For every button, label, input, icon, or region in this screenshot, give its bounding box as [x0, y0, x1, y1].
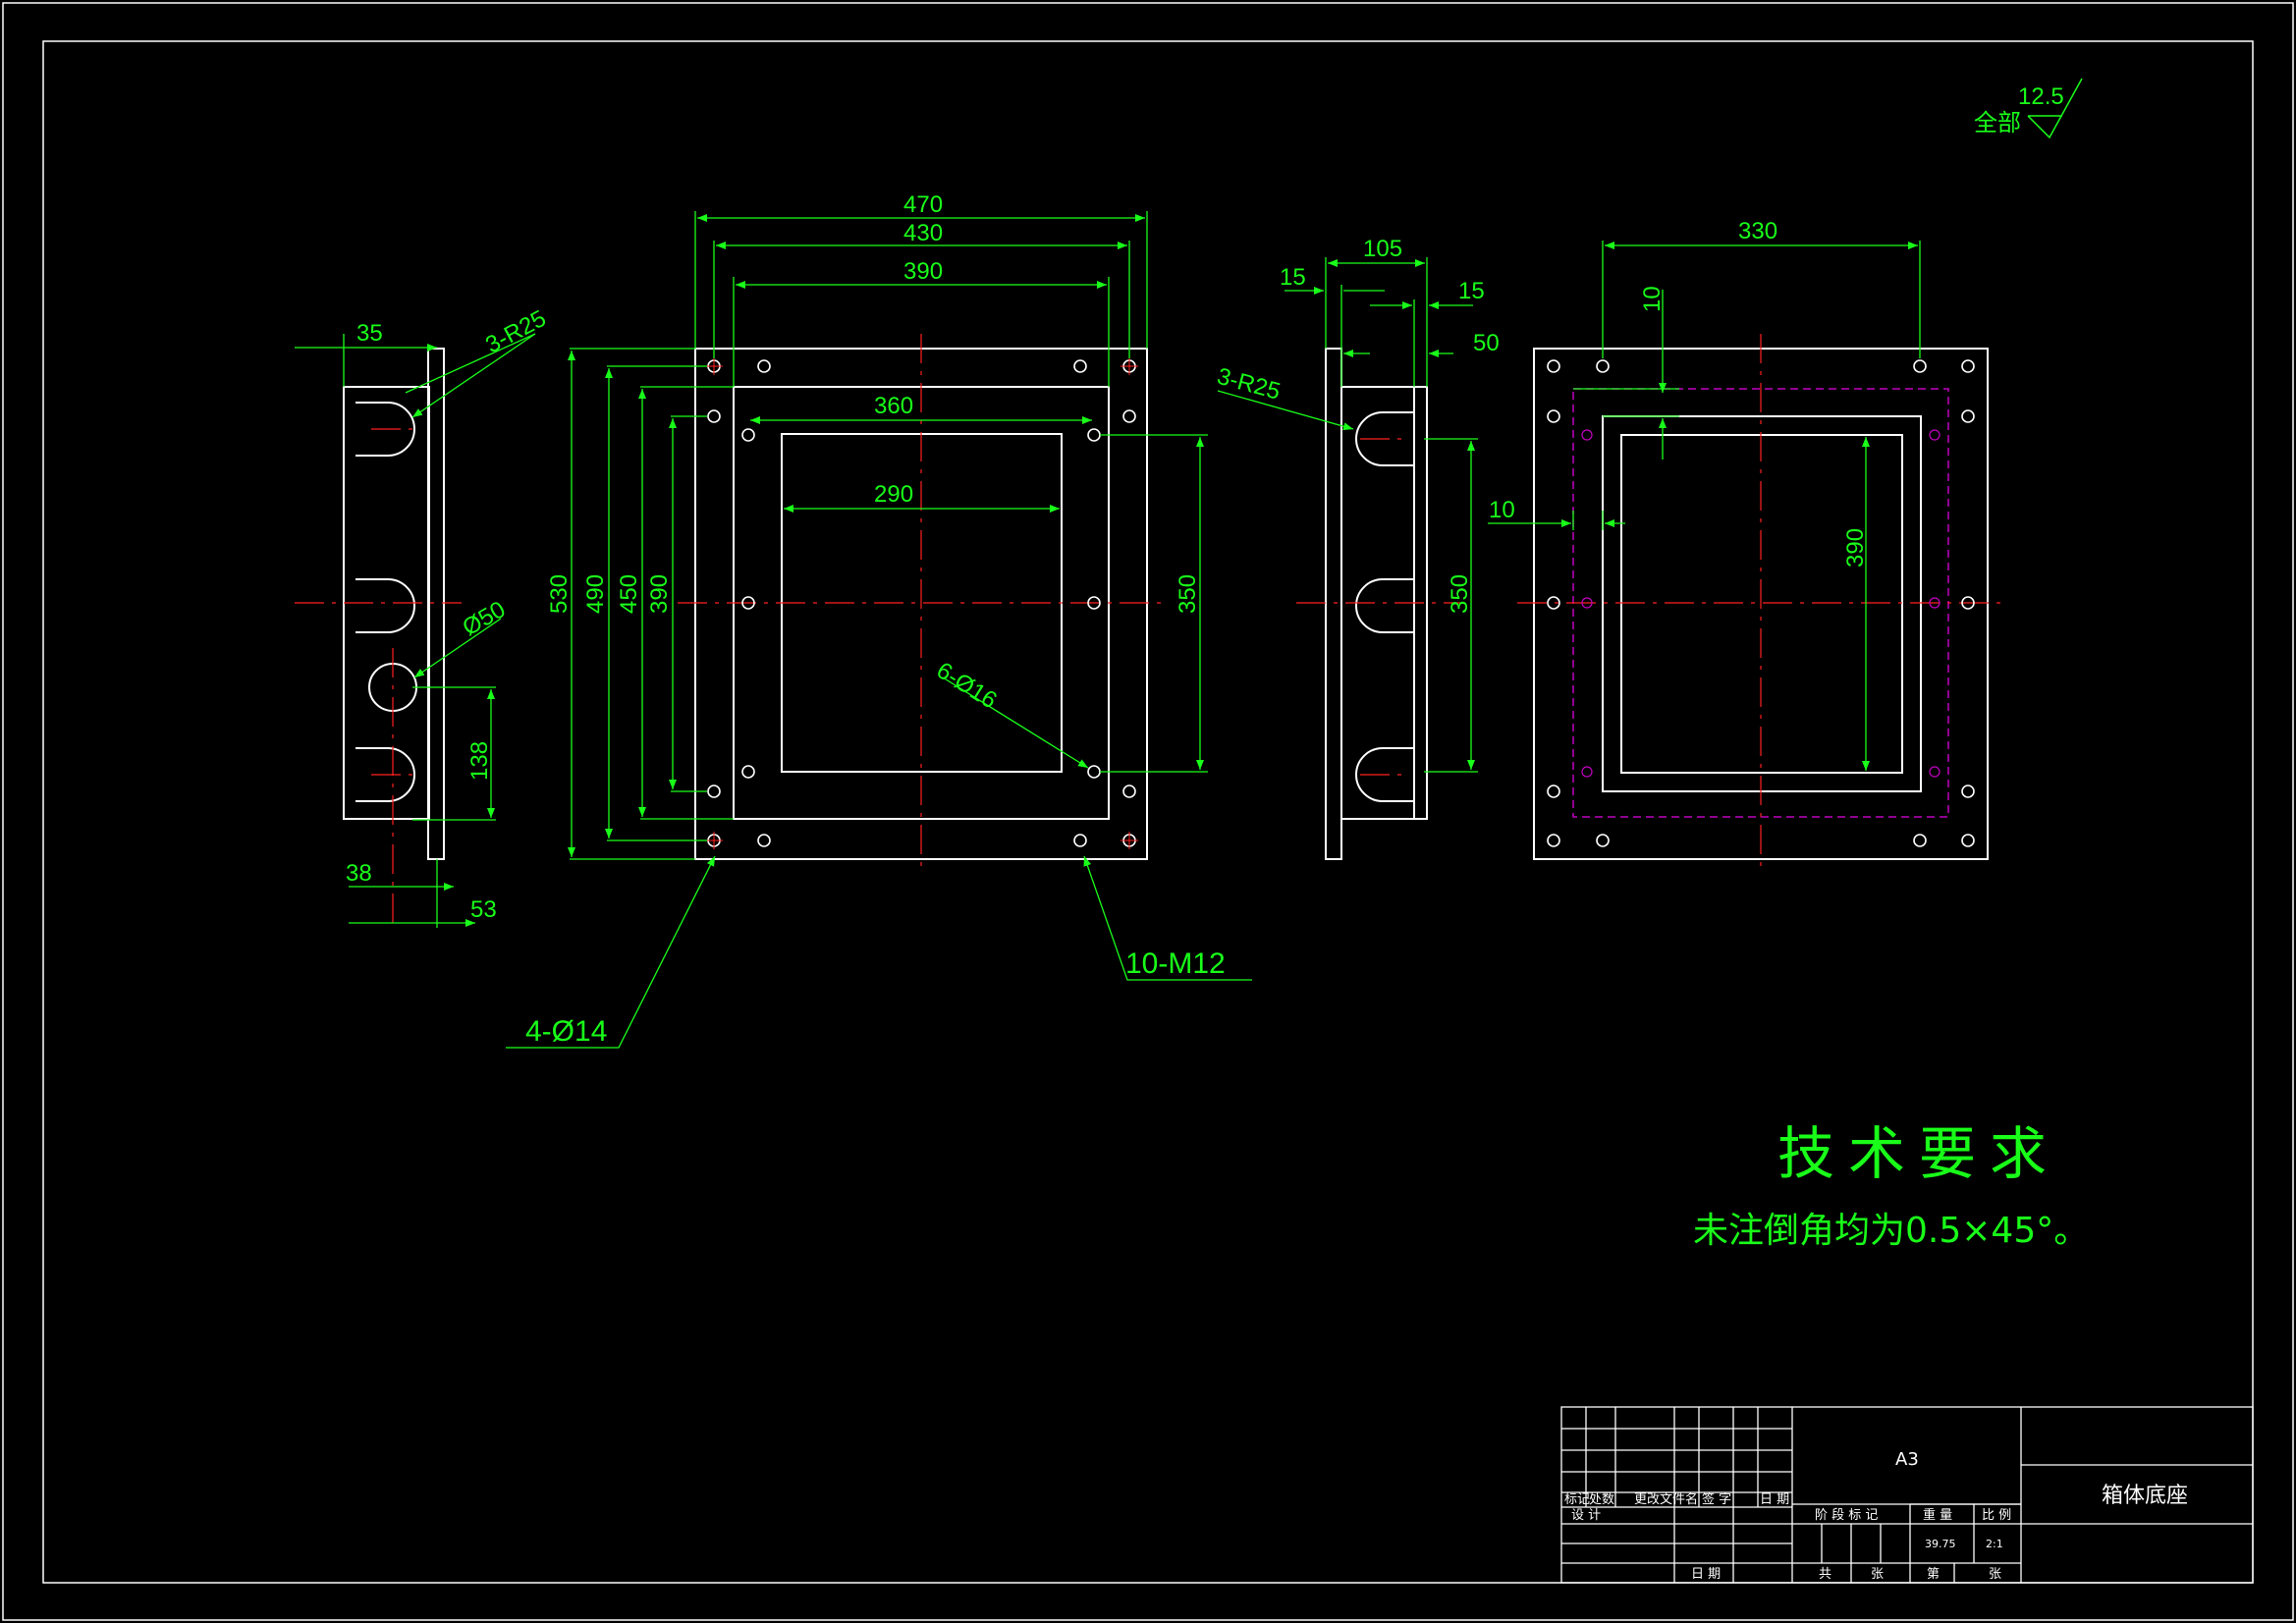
title-weight-value: 39.75 — [1925, 1538, 1956, 1550]
left-dim-138: 138 — [466, 741, 493, 781]
front-dim-4-phi14: 4-Ø14 — [525, 1015, 607, 1048]
title-sheet-no: 第 — [1927, 1567, 1940, 1582]
front-dim-390v: 390 — [646, 574, 673, 614]
side-view: 105 15 15 50 3-R25 350 — [1214, 236, 1500, 860]
roughness-label: 全部 — [1974, 110, 2021, 136]
title-sheet-size: A3 — [1895, 1449, 1919, 1470]
front-dim-470: 470 — [903, 191, 943, 218]
title-date: 日 期 — [1691, 1567, 1721, 1582]
front-dim-290: 290 — [874, 481, 913, 508]
title-header-date: 日 期 — [1760, 1492, 1789, 1507]
title-design: 设 计 — [1571, 1508, 1601, 1523]
front-dim-6-phi16: 6-Ø16 — [932, 657, 1002, 714]
side-dim-15b: 15 — [1458, 278, 1485, 304]
title-weight: 重 量 — [1923, 1507, 1952, 1523]
front-dim-450: 450 — [616, 574, 642, 614]
front-dim-430: 430 — [903, 220, 943, 246]
top-dim-10b: 10 — [1489, 497, 1515, 523]
left-dim-3-r25: 3-R25 — [481, 305, 550, 359]
roughness-value: 12.5 — [2018, 83, 2064, 110]
front-dim-350: 350 — [1175, 574, 1201, 614]
title-scale-value: 2:1 — [1986, 1538, 2003, 1550]
top-dim-330: 330 — [1738, 218, 1777, 244]
front-dim-360: 360 — [874, 393, 913, 419]
front-dim-530: 530 — [546, 574, 573, 614]
left-dim-phi50: Ø50 — [459, 596, 511, 641]
title-sheet-no-suffix: 张 — [1989, 1567, 2001, 1582]
front-dim-390: 390 — [903, 258, 943, 285]
left-view: 35 3-R25 Ø50 138 38 53 — [295, 305, 551, 928]
front-view: 470 430 390 360 290 530 490 450 390 350 … — [506, 191, 1252, 1049]
left-dim-38: 38 — [346, 860, 372, 887]
title-total: 共 — [1819, 1567, 1831, 1582]
notes-line1: 未注倒角均为0.5×45°。 — [1693, 1211, 2089, 1251]
notes-title: 技术要求 — [1777, 1120, 2060, 1187]
title-header-mark: 标记 — [1564, 1492, 1590, 1507]
sheet-inner-border — [42, 40, 2254, 1584]
title-header-count: 处数 — [1589, 1492, 1614, 1507]
roughness-symbol — [2027, 78, 2083, 139]
title-part-name: 箱体底座 — [2102, 1484, 2188, 1508]
left-dim-35: 35 — [356, 320, 383, 347]
front-dim-490: 490 — [582, 574, 609, 614]
front-dim-10-m12: 10-M12 — [1125, 947, 1226, 980]
side-dim-350: 350 — [1447, 574, 1473, 614]
top-view: 330 10 10 390 — [1488, 218, 2003, 874]
top-holes — [1547, 359, 1975, 847]
left-dim-53: 53 — [470, 896, 497, 923]
title-header-sign: 签 字 — [1702, 1491, 1731, 1507]
side-dim-105: 105 — [1363, 236, 1402, 262]
side-dim-50: 50 — [1473, 330, 1500, 356]
title-stage-mark: 阶 段 标 记 — [1815, 1508, 1878, 1523]
title-scale: 比 例 — [1982, 1508, 2011, 1523]
top-dim-390: 390 — [1842, 528, 1869, 568]
top-dim-10a: 10 — [1639, 286, 1666, 312]
title-sheets: 张 — [1871, 1567, 1884, 1582]
title-block — [1560, 1406, 2254, 1584]
side-dim-15a: 15 — [1280, 264, 1306, 291]
title-header-file: 更改文件名 — [1634, 1491, 1698, 1507]
